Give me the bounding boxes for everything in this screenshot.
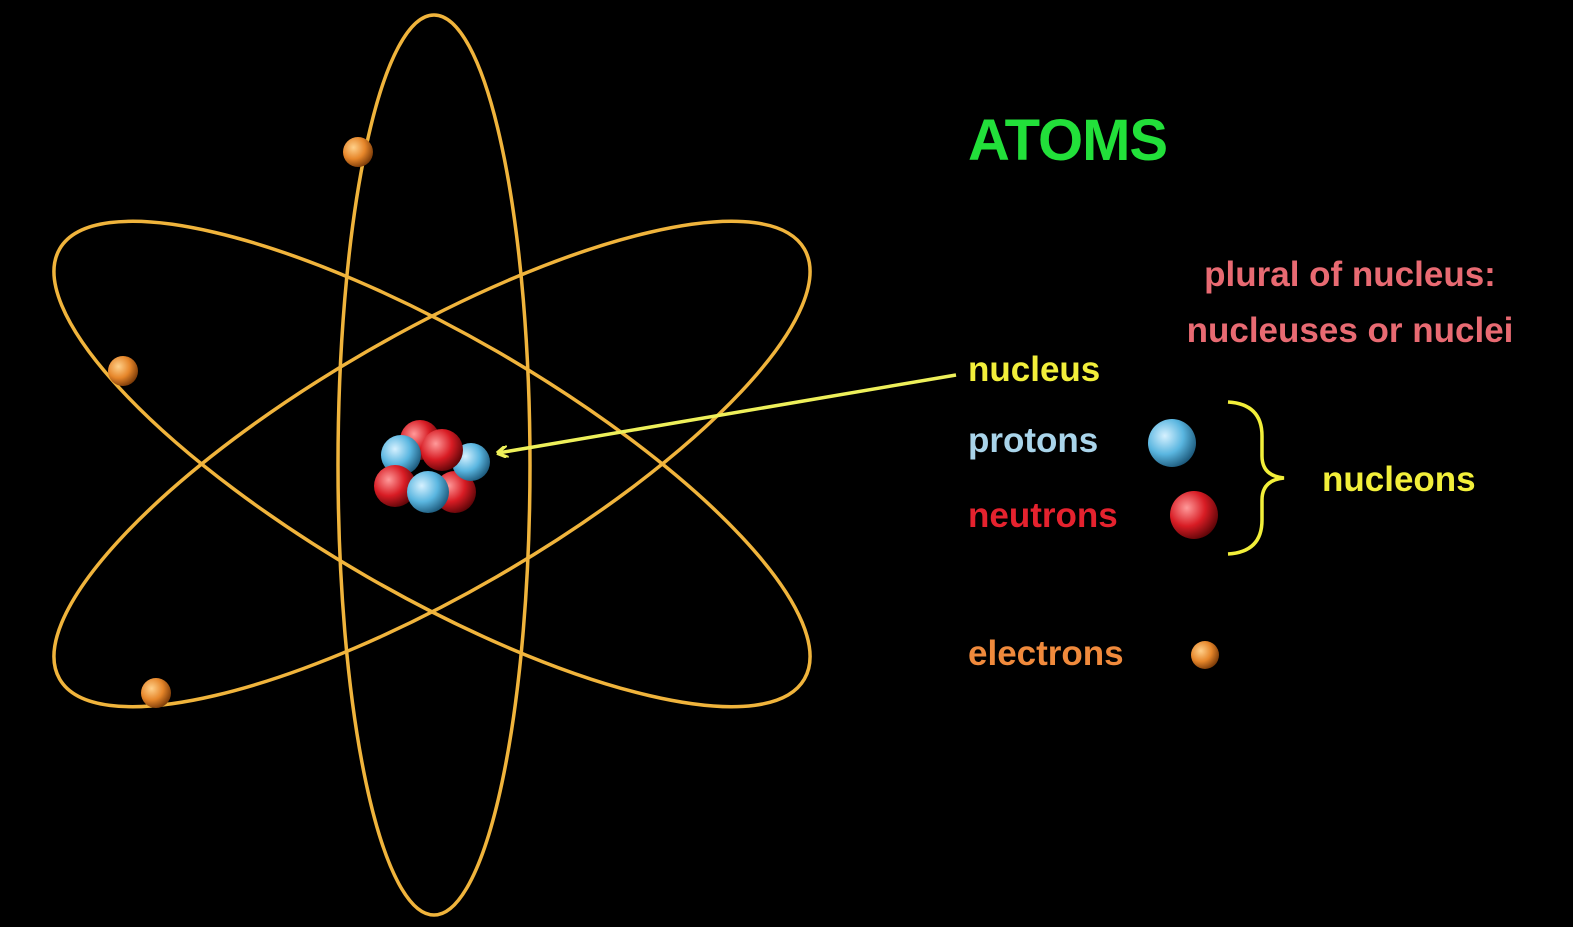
electron-ball (108, 356, 138, 386)
electron-ball (343, 137, 373, 167)
nucleus-cluster (374, 420, 490, 513)
nucleus-pointer-arrow (498, 373, 957, 453)
neutron-legend-ball (1170, 491, 1218, 539)
proton-legend-ball (1148, 419, 1196, 467)
proton-ball (381, 435, 421, 475)
orbit-vertical (336, 13, 532, 917)
orbit-diagonal-up (52, 219, 812, 709)
proton-ball (407, 471, 449, 513)
protons-label: protons (968, 421, 1099, 460)
neutron-ball (374, 465, 416, 507)
nucleons-brace (1227, 400, 1285, 556)
orbit-diagonal-down (52, 219, 812, 709)
neutrons-label: neutrons (968, 496, 1118, 535)
plural-note: plural of nucleus: nucleuses or nuclei (1186, 255, 1514, 350)
electron-legend-ball (1191, 641, 1219, 669)
page-title: ATOMS (968, 108, 1168, 173)
neutron-ball (421, 429, 463, 471)
electron-ball (141, 678, 171, 708)
nucleus-label: nucleus (968, 350, 1101, 389)
electrons-label: electrons (968, 634, 1124, 673)
nucleons-label: nucleons (1322, 460, 1476, 499)
